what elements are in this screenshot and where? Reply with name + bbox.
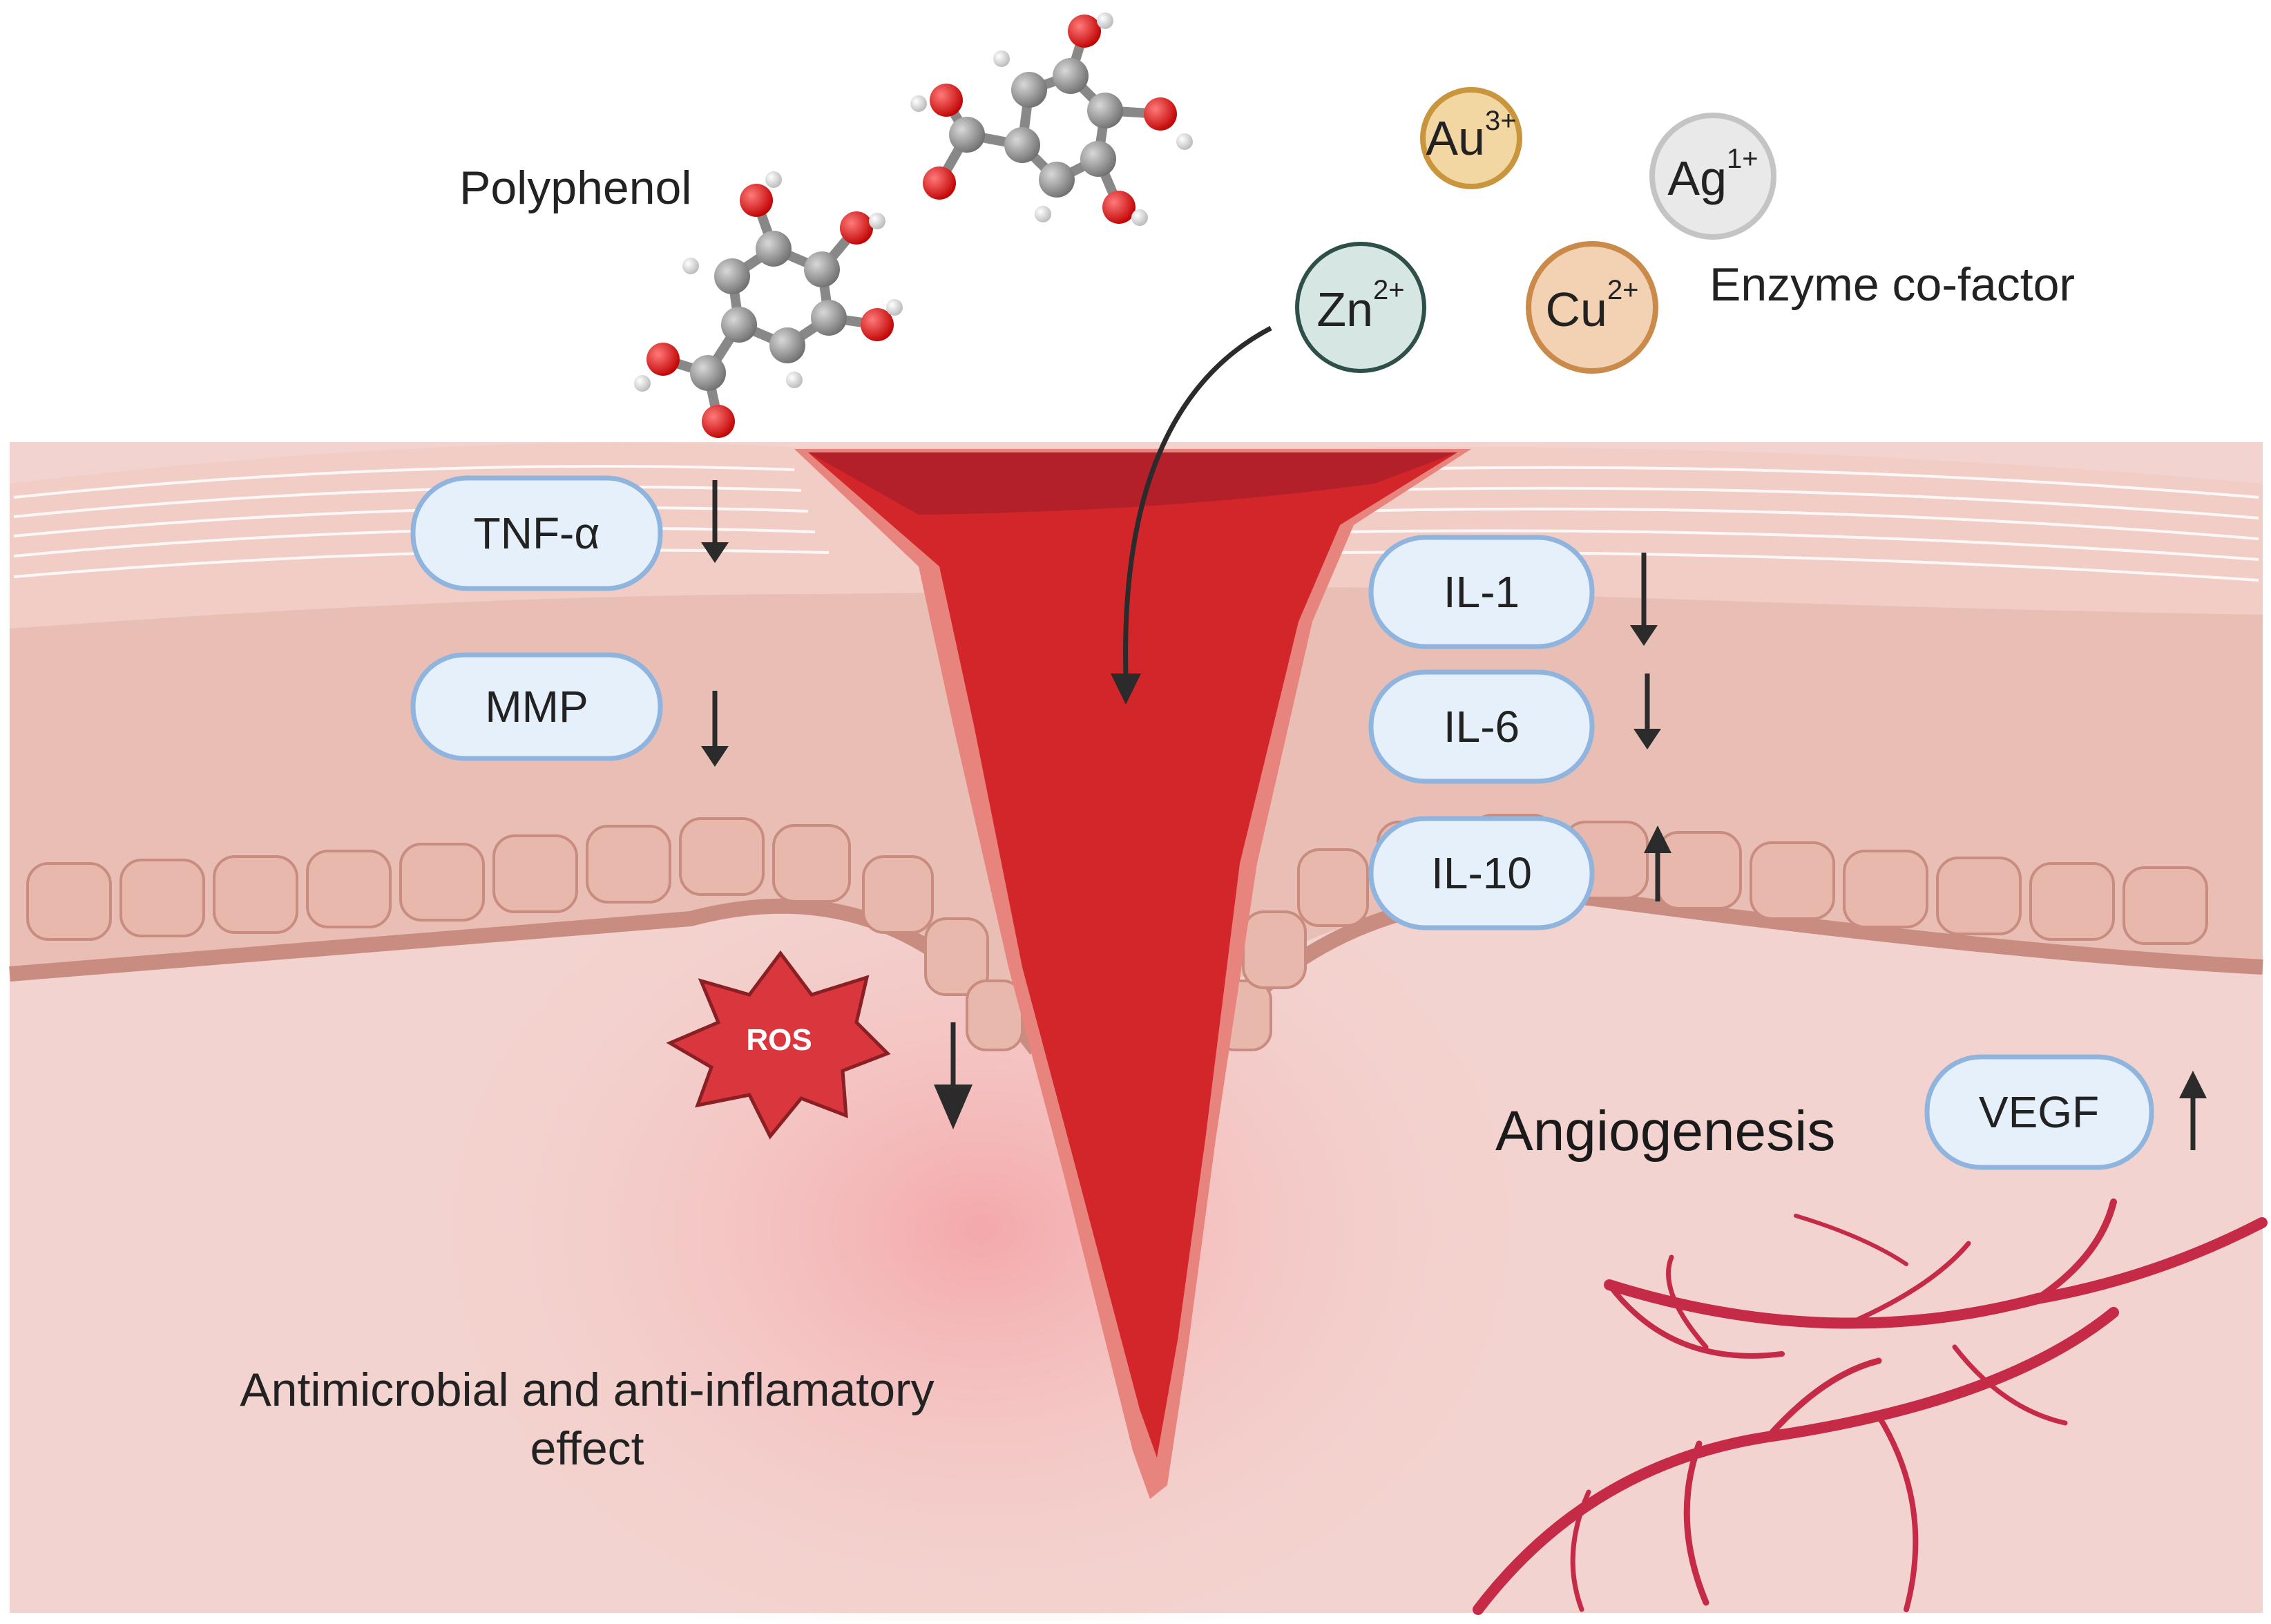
svg-text:Au3+: Au3+ — [1426, 106, 1516, 165]
vegf-pill — [1924, 1054, 2154, 1170]
tnf-alpha-down-arrow-icon — [701, 480, 729, 563]
angiogenesis-label: Angiogenesis — [1495, 1100, 1835, 1163]
marker-tnf-alpha: TNF-α — [410, 475, 729, 591]
skin-surface-lines — [13, 465, 2259, 582]
il-6-pill — [1368, 669, 1595, 784]
blood-vessels — [1473, 1198, 2268, 1615]
svg-text:Cu2+: Cu2+ — [1545, 275, 1638, 336]
ion-au-symbol: Au — [1426, 111, 1485, 165]
ion-cu-symbol: Cu — [1545, 283, 1607, 336]
wound-scab — [808, 452, 1457, 515]
polyphenol-molecule-1 — [634, 171, 903, 438]
ros-down-arrow-icon — [934, 1022, 972, 1129]
ion-zn: Zn2+ — [1295, 242, 1426, 373]
il-10-label: IL-10 — [1431, 848, 1532, 898]
inflammation-glow — [394, 781, 1568, 1624]
polyphenol-molecule-2 — [910, 12, 1193, 226]
ion-cu-circle — [1526, 241, 1658, 374]
vegf-up-arrow-icon — [2179, 1071, 2207, 1150]
ros-label: ROS — [746, 1023, 812, 1057]
polyphenol-label: Polyphenol — [459, 162, 691, 214]
wound-bed — [808, 452, 1457, 1458]
ion-au: Au3+ — [1420, 87, 1522, 189]
tnf-alpha-label: TNF-α — [474, 508, 600, 558]
ion-cu: Cu2+ — [1526, 241, 1658, 374]
il-10-up-arrow-icon — [1644, 825, 1671, 901]
ion-ag-charge: 1+ — [1727, 144, 1759, 174]
wound — [794, 449, 1471, 1499]
tnf-alpha-pill — [410, 475, 663, 591]
ion-zn-charge: 2+ — [1373, 275, 1405, 305]
marker-mmp: MMP — [410, 652, 729, 767]
ros-burst: ROS — [666, 950, 972, 1140]
effect-label-line1: Antimicrobial and anti-inflamatory — [240, 1364, 934, 1416]
ion-ag: Ag1+ — [1649, 113, 1776, 240]
marker-vegf: VEGF — [1924, 1054, 2207, 1170]
il-10-pill — [1368, 816, 1595, 930]
vegf-label: VEGF — [1979, 1087, 2099, 1137]
effect-label-line2: effect — [530, 1422, 644, 1475]
basal-cells-left — [26, 817, 1024, 1051]
ion-cu-charge: 2+ — [1607, 275, 1639, 305]
marker-il-1: IL-1 — [1368, 535, 1658, 649]
enzyme-cofactor-label: Enzyme co-factor — [1709, 258, 2075, 311]
ion-au-charge: 3+ — [1485, 106, 1517, 136]
svg-text:Ag1+: Ag1+ — [1667, 144, 1758, 205]
ion-ag-symbol: Ag — [1667, 151, 1727, 205]
mmp-down-arrow-icon — [701, 691, 729, 767]
ion-delivery-arrow — [1111, 325, 1272, 705]
marker-il-6: IL-6 — [1368, 669, 1661, 784]
marker-il-10: IL-10 — [1368, 816, 1671, 930]
ion-zn-circle — [1295, 242, 1426, 373]
il-1-label: IL-1 — [1444, 567, 1520, 617]
il-1-pill — [1368, 535, 1595, 649]
il-6-label: IL-6 — [1444, 702, 1520, 752]
ros-burst-icon — [666, 950, 891, 1140]
mmp-pill — [410, 652, 663, 761]
ion-au-circle — [1420, 87, 1522, 189]
ion-ag-circle — [1649, 113, 1776, 240]
svg-text:Zn2+: Zn2+ — [1316, 275, 1404, 336]
mmp-label: MMP — [485, 682, 588, 732]
ion-zn-symbol: Zn — [1316, 283, 1373, 336]
il-6-down-arrow-icon — [1633, 674, 1661, 749]
il-1-down-arrow-icon — [1630, 553, 1658, 646]
